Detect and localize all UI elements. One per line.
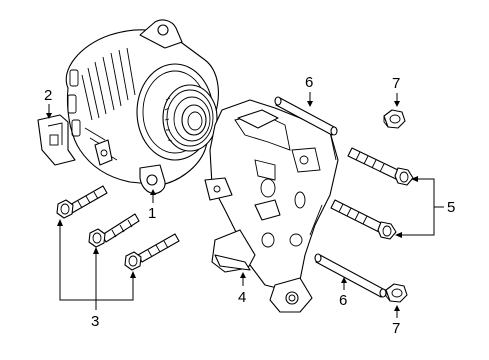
callout-labels: 1 2 3 4 5 6 6 7 7 bbox=[44, 74, 455, 337]
alternator-bracket bbox=[204, 99, 339, 313]
nut-bottom bbox=[385, 283, 408, 303]
stud-top bbox=[274, 96, 338, 136]
callout-6-top: 6 bbox=[305, 74, 313, 91]
leader-lines bbox=[46, 92, 444, 318]
mounting-bolt-middle bbox=[88, 213, 140, 248]
callout-7-top: 7 bbox=[392, 75, 400, 92]
callout-7-bottom: 7 bbox=[392, 320, 400, 337]
mounting-bolt-left bbox=[56, 185, 108, 219]
bracket-bolt-lower bbox=[330, 199, 397, 240]
callout-4: 4 bbox=[238, 289, 246, 306]
stud-bottom bbox=[314, 253, 387, 298]
bracket-bolt-upper bbox=[347, 147, 414, 186]
mounting-bolt-right bbox=[124, 233, 180, 271]
heat-shield bbox=[37, 114, 76, 166]
tensioner-bracket bbox=[214, 254, 251, 271]
callout-6-bottom: 6 bbox=[339, 292, 347, 309]
callout-1: 1 bbox=[148, 205, 156, 222]
nut-top bbox=[383, 109, 406, 129]
alternator bbox=[65, 19, 219, 194]
callout-2: 2 bbox=[44, 87, 52, 104]
callout-5: 5 bbox=[447, 199, 455, 216]
callout-3: 3 bbox=[91, 313, 99, 330]
